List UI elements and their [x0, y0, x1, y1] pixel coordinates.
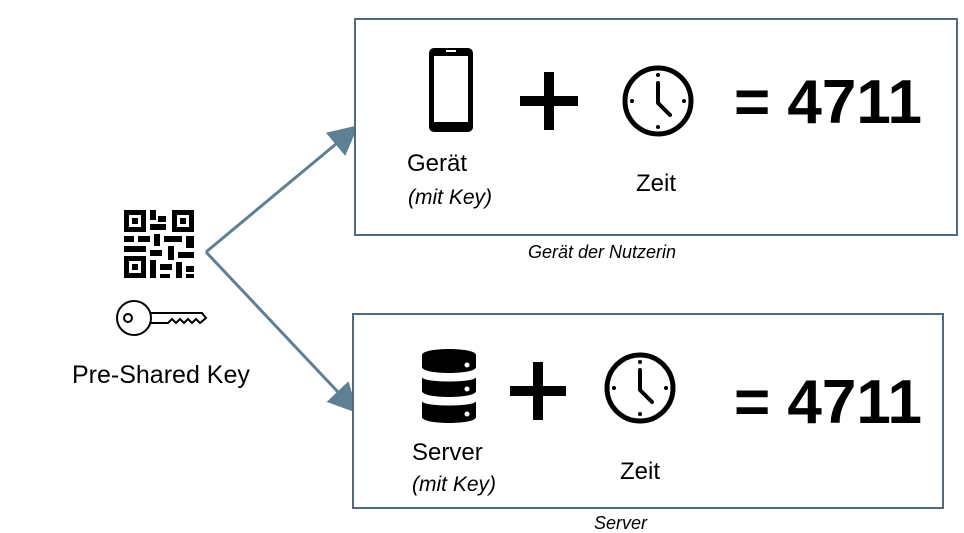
server-item-sublabel: (mit Key) [412, 473, 496, 496]
server-result: = 4711 [734, 368, 922, 437]
plus-icon [510, 362, 566, 420]
server-time-label: Zeit [620, 458, 661, 485]
qr-code-icon [124, 210, 194, 278]
arrow-to-device [205, 125, 359, 254]
device-time-label: Zeit [636, 170, 677, 197]
plus-icon [520, 72, 578, 130]
device-result: = 4711 [734, 68, 922, 137]
pre-shared-key-label: Pre-Shared Key [72, 361, 250, 389]
device-caption: Gerät der Nutzerin [528, 242, 677, 262]
smartphone-icon [429, 48, 473, 132]
key-icon [116, 300, 208, 336]
device-item-sublabel: (mit Key) [408, 186, 492, 209]
server-item-label: Server [412, 439, 483, 466]
clock-icon [604, 352, 676, 424]
server-caption: Server [594, 513, 648, 533]
clock-icon [622, 65, 694, 137]
device-item-label: Gerät [407, 150, 468, 177]
database-icon [422, 349, 476, 423]
arrow-to-server [204, 250, 359, 414]
